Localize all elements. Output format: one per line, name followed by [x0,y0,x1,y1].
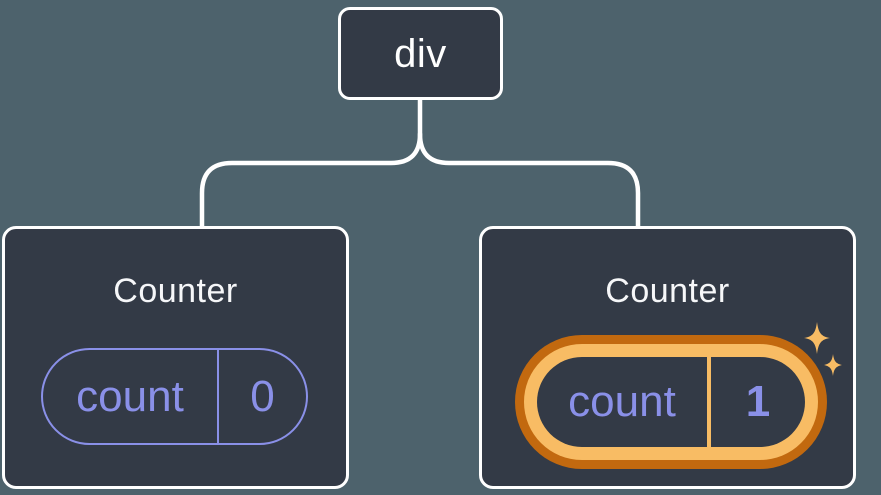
state-pill-highlighted: count 1 [515,335,827,469]
state-key-label: count [76,371,184,421]
state-value-label: 1 [745,377,771,426]
counter-card-right: Counter count 1 [479,226,856,489]
state-key-label: count [568,377,676,426]
root-node-label: div [394,31,447,76]
state-pill-value-segment: 1 [711,357,805,447]
counter-card-left: Counter count 0 [2,226,349,489]
root-node-div: div [338,7,503,100]
counter-title: Counter [605,272,730,310]
state-pill-value-segment: 0 [219,350,306,443]
state-pill-highlight-ring: count 1 [524,344,818,460]
state-pill-key-segment: count [43,350,219,443]
state-pill-inner: count 1 [537,357,805,447]
state-pill: count 0 [41,348,308,445]
sparkles-icon [804,322,842,376]
counter-title: Counter [113,272,238,310]
state-pill-key-segment: count [537,357,711,447]
state-value-label: 0 [250,371,275,421]
